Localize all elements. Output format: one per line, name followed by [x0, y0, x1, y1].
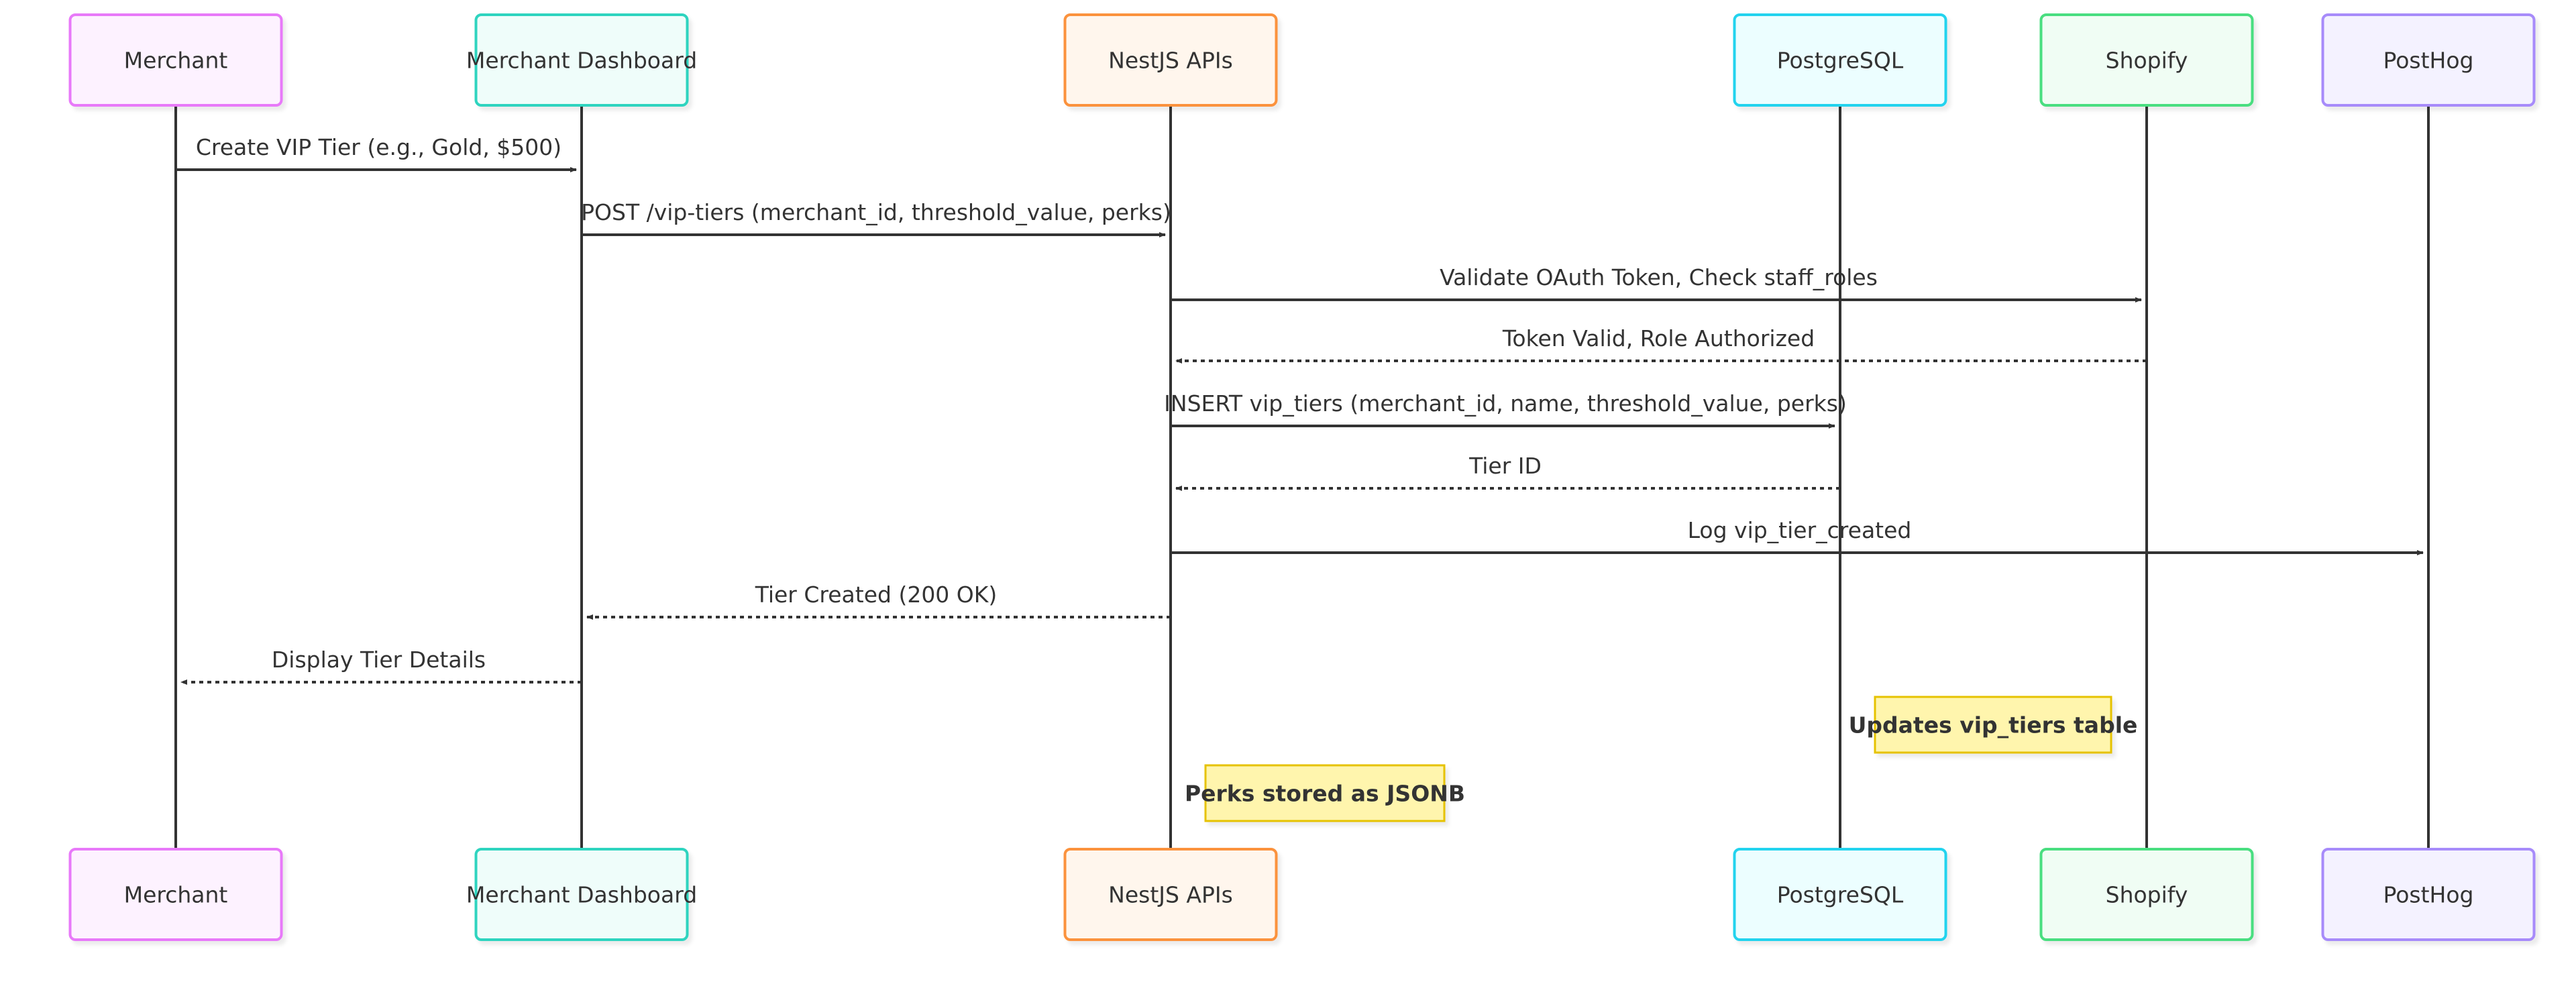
actor-merchant-bottom: Merchant — [68, 848, 283, 941]
messages: Create VIP Tier (e.g., Gold, $500) POST /… — [176, 134, 2424, 685]
message-label: POST /vip-tiers (merchant_id, threshold_… — [581, 199, 1171, 225]
message-1: Create VIP Tier (e.g., Gold, $500) — [176, 134, 577, 172]
message-label: Token Valid, Role Authorized — [1502, 325, 1815, 351]
actor-label: Merchant Dashboard — [466, 48, 697, 74]
message-6: Tier ID — [1175, 453, 1840, 491]
actor-box — [1063, 13, 1278, 107]
actor-box — [68, 848, 283, 941]
actor-posthog-top: PostHog — [2321, 13, 2536, 107]
actor-box — [474, 848, 689, 941]
actor-box — [2039, 13, 2254, 107]
note-label: Updates vip_tiers table — [1849, 712, 2138, 738]
actor-box — [68, 13, 283, 107]
actor-shopify-bottom: Shopify — [2039, 848, 2254, 941]
note-box — [1204, 764, 1446, 822]
actor-merchant-top: Merchant — [68, 13, 283, 107]
actor-label: Shopify — [2106, 882, 2188, 908]
actor-box — [1063, 848, 1278, 941]
message-4: Token Valid, Role Authorized — [1175, 325, 2147, 364]
actor-label: Merchant — [124, 882, 228, 908]
actor-label: PostHog — [2383, 48, 2474, 74]
message-label: Display Tier Details — [272, 647, 486, 673]
message-label: Create VIP Tier (e.g., Gold, $500) — [196, 134, 561, 160]
actor-box — [2039, 848, 2254, 941]
message-8: Tier Created (200 OK) — [586, 582, 1171, 620]
actor-shopify-top: Shopify — [2039, 13, 2254, 107]
actor-label: NestJS APIs — [1108, 48, 1233, 74]
message-label: INSERT vip_tiers (merchant_id, name, thr… — [1164, 390, 1847, 417]
note-label: Perks stored as JSONB — [1185, 781, 1465, 807]
actor-label: Shopify — [2106, 48, 2188, 74]
note-postgres: Updates vip_tiers table — [1849, 696, 2138, 754]
actor-label: PostHog — [2383, 882, 2474, 908]
actor-label: Merchant — [124, 48, 228, 74]
actor-label: PostgreSQL — [1777, 882, 1904, 908]
actor-dashboard-top: Merchant Dashboard — [466, 13, 697, 107]
message-7: Log vip_tier_created — [1171, 517, 2424, 555]
actor-nestjs-top: NestJS APIs — [1063, 13, 1278, 107]
message-label: Log vip_tier_created — [1688, 517, 1912, 543]
actor-label: NestJS APIs — [1108, 882, 1233, 908]
actor-box — [2321, 848, 2536, 941]
actor-box — [1733, 848, 1947, 941]
note-box — [1874, 696, 2112, 754]
actor-box — [2321, 13, 2536, 107]
actor-box — [474, 13, 689, 107]
message-2: POST /vip-tiers (merchant_id, threshold_… — [581, 199, 1171, 237]
actor-nestjs-bottom: NestJS APIs — [1063, 848, 1278, 941]
message-label: Tier Created (200 OK) — [755, 582, 998, 608]
actor-label: PostgreSQL — [1777, 48, 1904, 74]
message-5: INSERT vip_tiers (merchant_id, name, thr… — [1164, 390, 1847, 429]
message-9: Display Tier Details — [180, 647, 582, 685]
actor-postgres-top: PostgreSQL — [1733, 13, 1947, 107]
lifelines — [174, 105, 2430, 849]
actor-label: Merchant Dashboard — [466, 882, 697, 908]
actor-posthog-bottom: PostHog — [2321, 848, 2536, 941]
actor-dashboard-bottom: Merchant Dashboard — [466, 848, 697, 941]
message-label: Tier ID — [1468, 453, 1542, 479]
note-nestjs: Perks stored as JSONB — [1185, 764, 1465, 822]
message-3: Validate OAuth Token, Check staff_roles — [1171, 264, 2142, 303]
message-label: Validate OAuth Token, Check staff_roles — [1440, 264, 1878, 290]
actor-box — [1733, 13, 1947, 107]
actor-postgres-bottom: PostgreSQL — [1733, 848, 1947, 941]
